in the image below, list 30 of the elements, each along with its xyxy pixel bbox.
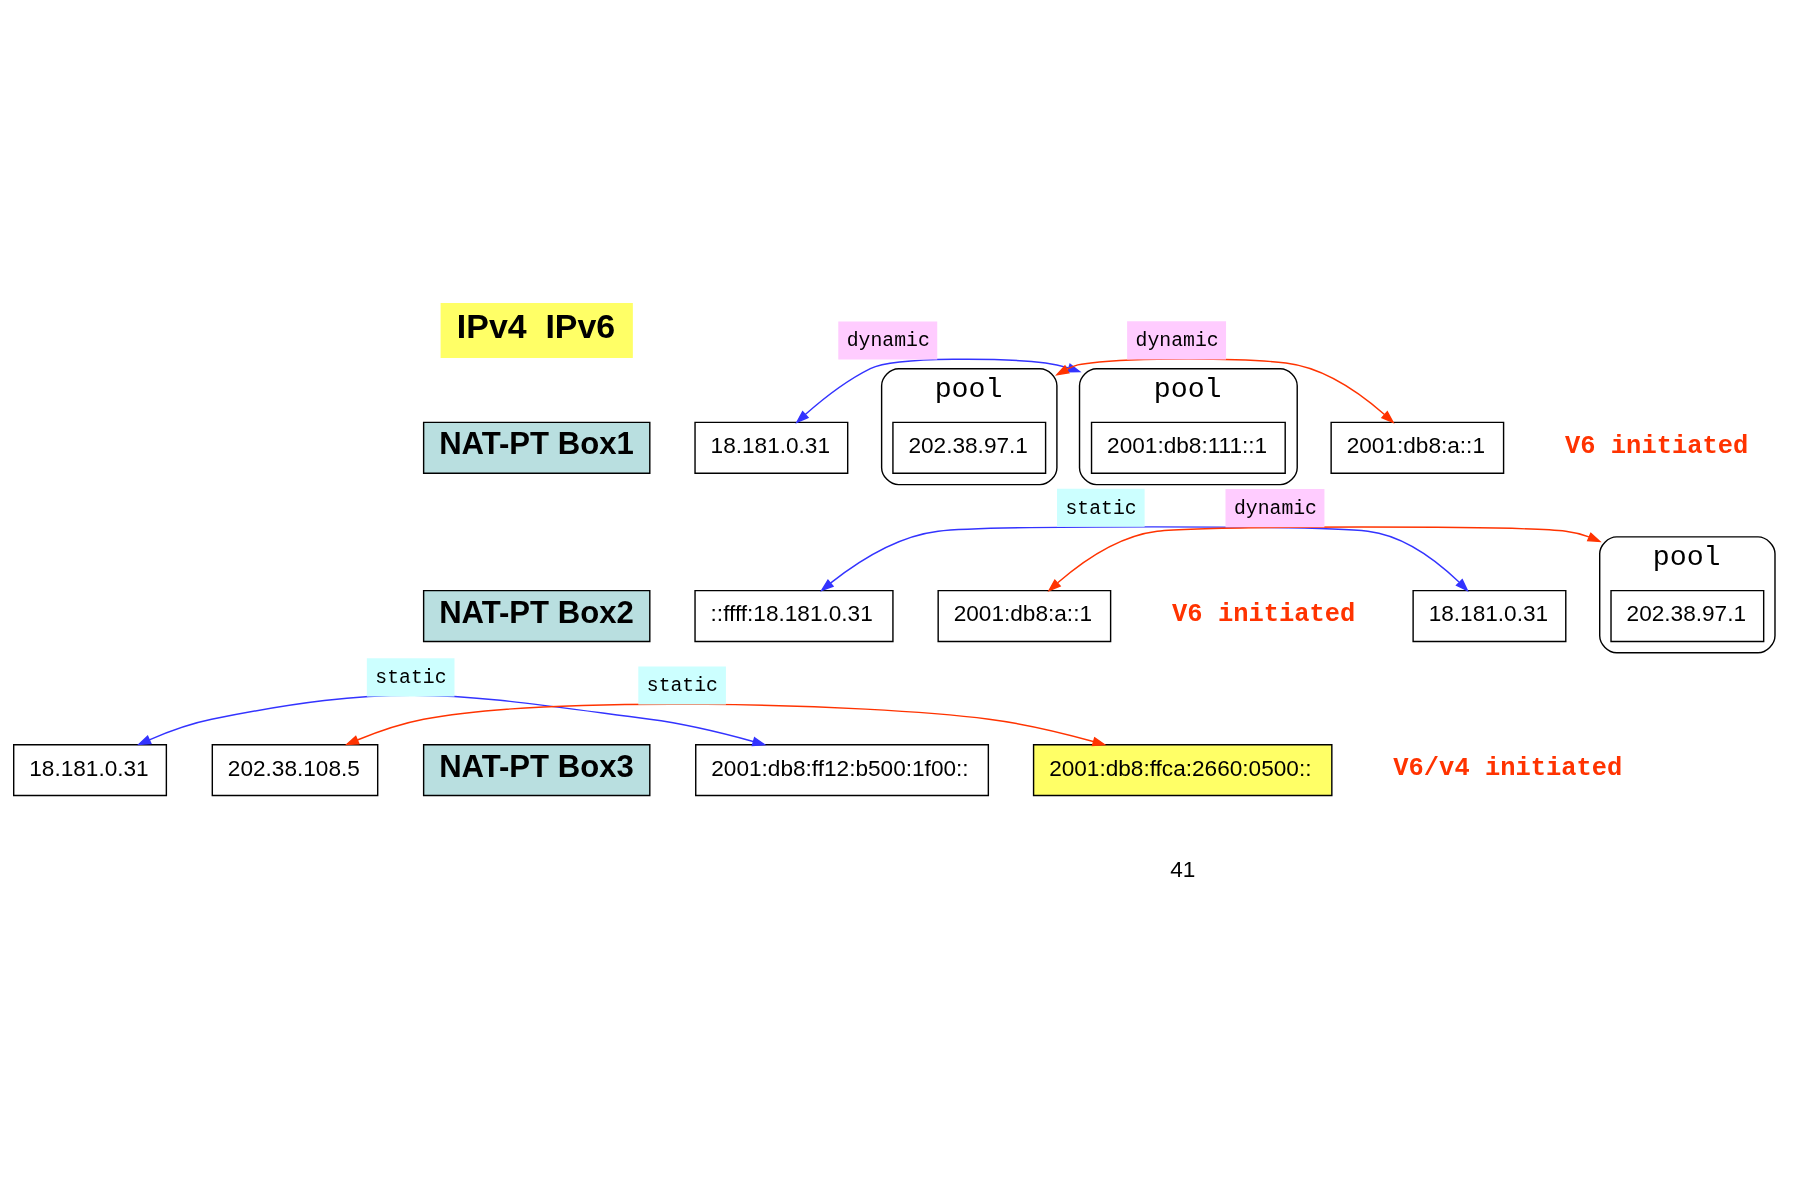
node-box: 202.38.97.1 xyxy=(1610,589,1765,642)
label: V6 initiated xyxy=(1565,431,1749,461)
edge-label: dynamic xyxy=(1233,497,1317,520)
node-box: 18.181.0.31 xyxy=(1412,589,1567,642)
node-box: 202.38.108.5 xyxy=(211,743,379,796)
node-box: 2001:db8:a::1 xyxy=(937,589,1112,642)
label: V6 initiated xyxy=(1172,599,1356,629)
label: 41 xyxy=(1170,856,1196,882)
node-box: NAT-PT Box3 xyxy=(422,743,651,796)
arrow xyxy=(820,525,1469,592)
arrow xyxy=(136,694,767,746)
edge-label: dynamic xyxy=(846,329,930,352)
node-box: 2001:db8:ffca:2660:0500:: xyxy=(1032,743,1333,796)
node-box: 202.38.97.1 xyxy=(892,421,1047,474)
edge-label: static xyxy=(375,666,447,689)
arrow xyxy=(1055,357,1395,424)
label: V6/v4 initiated xyxy=(1393,753,1623,783)
node-box: NAT-PT Box2 xyxy=(422,589,651,642)
node-box: 2001:db8:ff12:b500:1f00:: xyxy=(695,743,990,796)
node-box: 2001:db8:a::1 xyxy=(1330,421,1505,474)
node-box: IPv4 IPv6 xyxy=(440,302,633,358)
node-box: 18.181.0.31 xyxy=(694,421,849,474)
edge-label: static xyxy=(1065,497,1137,520)
node-box: 18.181.0.31 xyxy=(13,743,168,796)
node-box: ::ffff:18.181.0.31 xyxy=(694,589,894,642)
edge-label: static xyxy=(646,674,718,697)
node-box: NAT-PT Box1 xyxy=(422,421,651,474)
node-box: 2001:db8:111::1 xyxy=(1090,421,1286,474)
arrow xyxy=(1047,525,1602,592)
edge-label: dynamic xyxy=(1135,329,1219,352)
